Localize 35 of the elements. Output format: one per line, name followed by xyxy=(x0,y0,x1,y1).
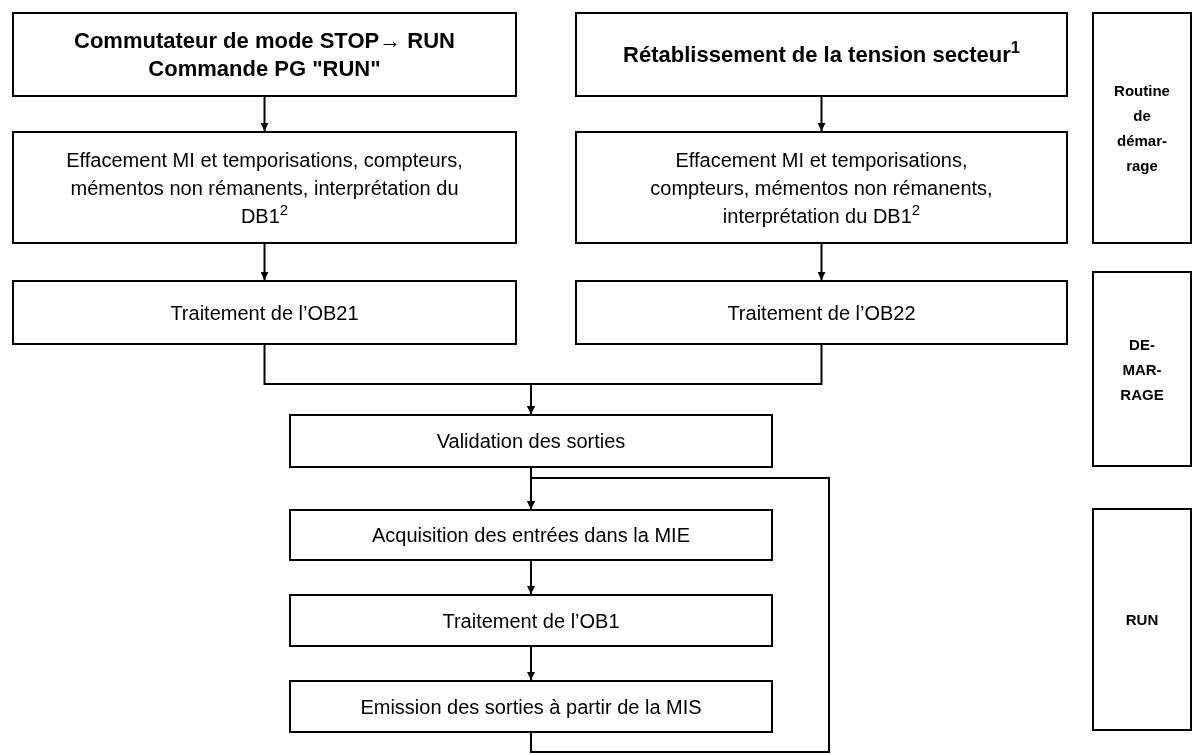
process-box xyxy=(289,414,773,468)
phase-box xyxy=(1092,12,1192,244)
phase-box xyxy=(1092,271,1192,467)
node-text: Commutateur de mode STOP→ RUN xyxy=(73,26,456,55)
node-text: Traitement de l’OB21 xyxy=(169,300,360,326)
arrow xyxy=(817,96,826,132)
process-box xyxy=(12,131,517,244)
node-text: Traitement de l’OB22 xyxy=(726,300,917,326)
node-text: Emission des sorties à partir de la MIS xyxy=(359,694,703,720)
phase-box xyxy=(1092,508,1192,731)
node-text: Rétablissement de la tension secteur$^{1}$ xyxy=(622,40,1021,69)
node-text: Commande PG "RUN" xyxy=(147,54,382,83)
arrow xyxy=(527,560,535,595)
arrow xyxy=(527,477,830,753)
process-box xyxy=(575,12,1068,97)
node-text: Effacement MI et temporisations, compteurs, mémentos non rémanents, interprétation du DB1$^{2}$ xyxy=(649,147,994,229)
process-box xyxy=(12,280,517,345)
node-text: Acquisition des entrées dans la MIE xyxy=(371,523,691,548)
process-box xyxy=(289,594,773,647)
node-text: Routine de démar-rage xyxy=(1113,81,1171,176)
process-box xyxy=(289,680,773,733)
arrow xyxy=(527,344,823,415)
arrow xyxy=(527,646,535,681)
process-box xyxy=(12,12,517,97)
arrow xyxy=(260,96,269,132)
node-text: Validation des sorties xyxy=(435,429,627,454)
arrow xyxy=(817,243,826,281)
arrow xyxy=(260,243,269,281)
node-text: Traitement de l’OB1 xyxy=(441,608,621,634)
process-box xyxy=(289,509,773,561)
process-box xyxy=(575,280,1068,345)
node-text: DE-MAR-RAGE xyxy=(1119,334,1165,405)
node-text: RUN xyxy=(1124,610,1160,630)
process-box xyxy=(575,131,1068,244)
node-text: Effacement MI et temporisations, compteurs, mémentos non rémanents, interprétation du DB1$^{2}$ xyxy=(65,147,464,229)
